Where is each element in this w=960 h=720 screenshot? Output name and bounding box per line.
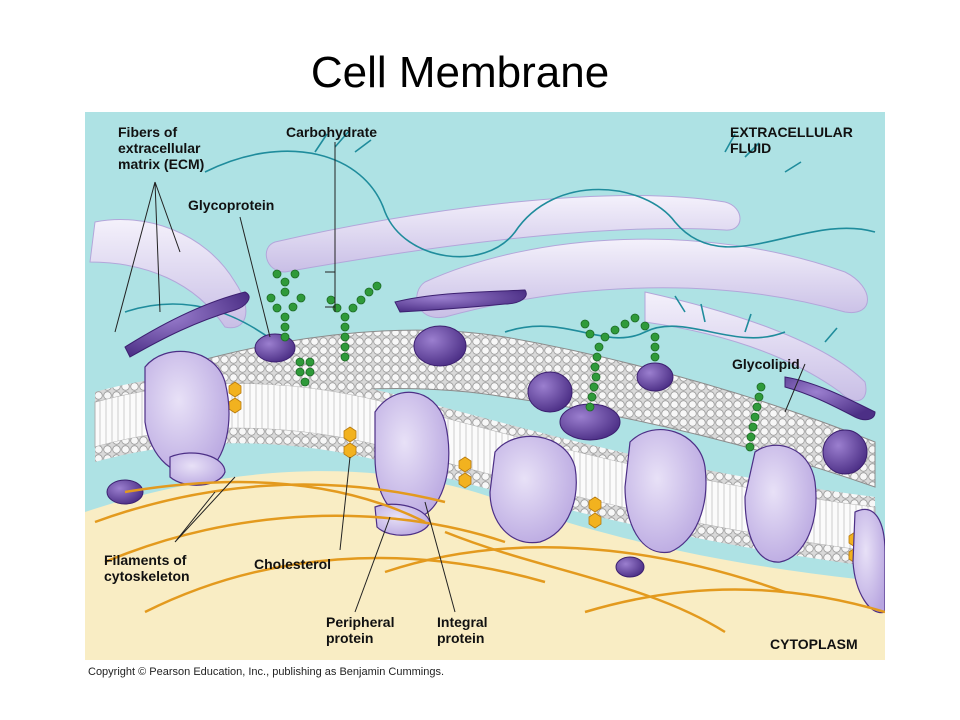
label-cholesterol: Cholesterol — [254, 556, 332, 572]
ecm-fiber — [416, 238, 868, 318]
integral-proteins — [144, 350, 885, 614]
carbohydrate-chains — [266, 269, 766, 452]
label-fibers-ecm: Fibers of extracellular matrix (ECM) — [118, 124, 205, 172]
peripheral-proteins — [106, 289, 876, 578]
label-glycoprotein: Glycoprotein — [188, 197, 275, 213]
ecm-fiber — [89, 219, 247, 329]
label-integral-protein: Integral protein — [437, 614, 488, 646]
label-extracellular-fluid: EXTRACELLULAR FLUID — [730, 124, 853, 156]
ecm-fiber — [644, 291, 867, 402]
label-peripheral-protein: Peripheral protein — [326, 614, 395, 646]
page-title: Cell Membrane — [310, 48, 610, 97]
cytoskeleton-filaments — [94, 480, 885, 634]
label-cytoplasm: CYTOPLASM — [770, 636, 858, 652]
copyright-notice: Copyright © Pearson Education, Inc., pub… — [88, 666, 445, 678]
leader-lines — [114, 142, 806, 613]
label-glycolipid: Glycolipid — [732, 356, 800, 372]
cell-membrane-illustration — [85, 112, 885, 660]
label-filaments-cytoskeleton: Filaments of cytoskeleton — [104, 552, 190, 584]
label-carbohydrate: Carbohydrate — [286, 124, 378, 140]
